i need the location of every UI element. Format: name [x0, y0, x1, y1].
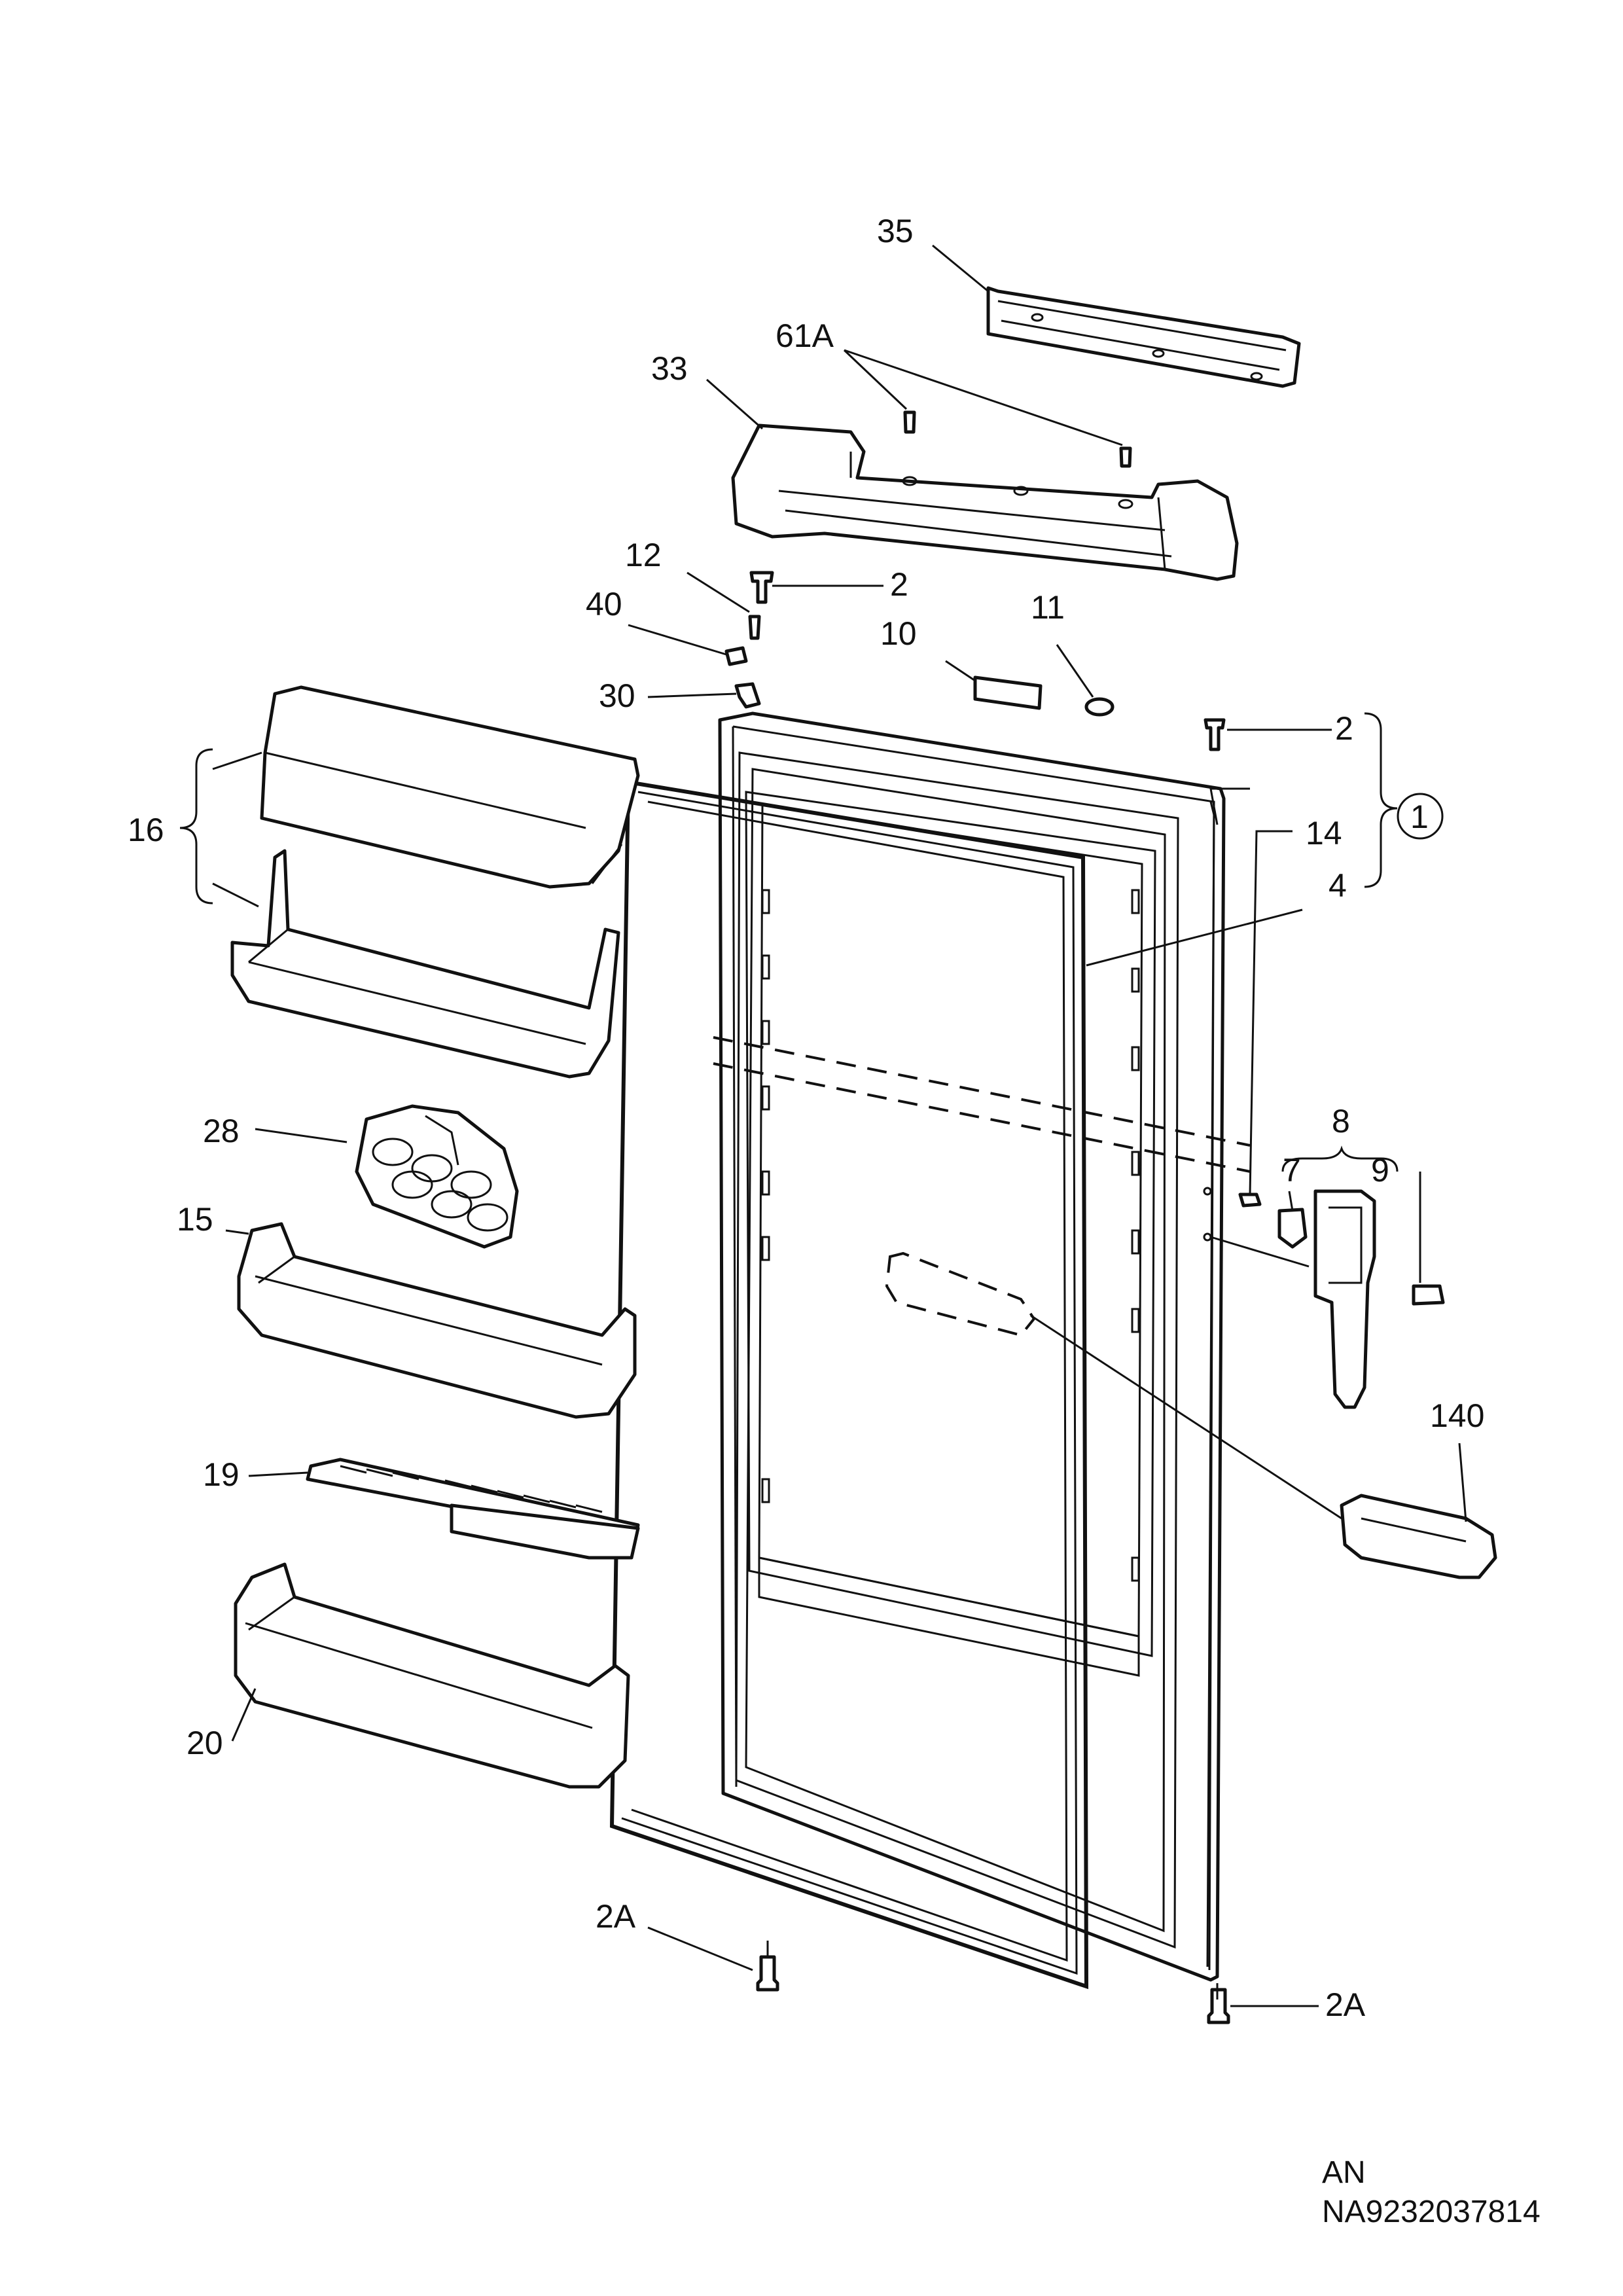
part-28-egg-tray [355, 1104, 519, 1249]
part-4-door-gasket [609, 780, 1089, 1990]
label-14: 14 [1306, 815, 1342, 852]
part-16-dairy-compartment [230, 685, 640, 1079]
label-2-top: 2 [890, 566, 908, 603]
part-labels: 35 61A 33 12 2 40 10 11 30 2 16 14 4 1 2… [128, 213, 1484, 2023]
part-1-outer-door [718, 711, 1226, 1982]
label-2-right: 2 [1335, 710, 1353, 747]
part-61a-screws [903, 410, 1132, 468]
label-40: 40 [586, 586, 622, 622]
label-15: 15 [177, 1201, 213, 1238]
label-35: 35 [877, 213, 914, 249]
label-61a: 61A [776, 317, 834, 354]
label-28: 28 [203, 1113, 240, 1149]
footer-line-2: NA9232037814 [1322, 2195, 1541, 2229]
label-7: 7 [1283, 1152, 1301, 1189]
part-140-handle-trim [885, 1251, 1497, 1579]
part-15-door-shelf [237, 1222, 637, 1419]
label-16: 16 [128, 812, 164, 848]
part-20-bottle-shelf [234, 1562, 630, 1789]
label-12: 12 [625, 537, 662, 573]
part-35-top-trim [986, 286, 1301, 388]
part-8-handle-assembly [1203, 1187, 1445, 1409]
label-2a-right: 2A [1325, 1986, 1366, 2023]
label-4: 4 [1329, 867, 1347, 904]
label-20: 20 [187, 1725, 223, 1761]
label-140: 140 [1430, 1397, 1484, 1434]
label-1: 1 [1410, 798, 1429, 835]
footer-line-1: AN [1322, 2155, 1366, 2190]
diagram-footer: AN NA9232037814 [1322, 2155, 1541, 2229]
label-11: 11 [1031, 589, 1065, 626]
part-2a-hinge-pins [756, 1955, 1230, 2024]
label-10: 10 [880, 615, 917, 652]
label-30: 30 [599, 677, 635, 714]
leader-lines [179, 244, 1467, 2007]
hinge-small-parts [724, 571, 1226, 751]
cutaway-dashed-line [713, 1036, 1251, 1173]
part-19-bottle-rack [306, 1458, 640, 1560]
label-19: 19 [203, 1456, 240, 1493]
liner-shelf-slots [761, 889, 1140, 1582]
label-8: 8 [1332, 1103, 1350, 1139]
callout-circle-1 [1397, 793, 1444, 840]
label-9: 9 [1371, 1152, 1389, 1189]
part-33-top-cover [731, 423, 1239, 581]
label-2a-left: 2A [596, 1898, 636, 1935]
label-33: 33 [651, 350, 688, 387]
